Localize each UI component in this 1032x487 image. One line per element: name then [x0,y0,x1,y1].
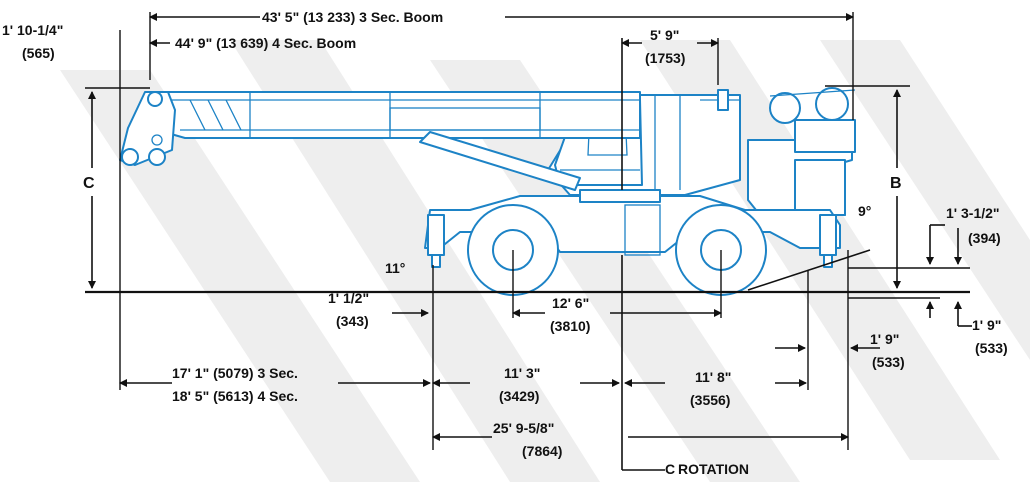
crane-illustration [119,87,856,296]
label-front-clear-ft: 1' 1/2" [328,290,369,306]
label-ground-clear-mm: (533) [872,354,905,370]
label-center-to-rear-mm: (3556) [690,392,730,408]
label-height-b: B [890,175,902,192]
label-front-offset-mm: (565) [22,45,55,61]
label-height-c: C [83,175,95,192]
label-boom-3sec: 43' 5" (13 233) 3 Sec. Boom [262,9,443,25]
label-angle-front: 11° [385,260,405,276]
front-outrigger [427,214,445,256]
label-tail-ft: 1' 9" [972,317,1001,333]
label-wheelbase-ft: 12' 6" [552,295,589,311]
turntable [579,189,661,203]
label-center-to-rear-ft: 11' 8" [695,369,731,385]
label-rear-clear-ft: 1' 3-1/2" [946,205,1000,221]
label-front-clear-mm: (343) [336,313,369,329]
counterweight [794,119,856,153]
label-boom-4sec: 44' 9" (13 639) 4 Sec. Boom [175,35,356,51]
hoist-drum-left [769,92,801,124]
label-front-to-center-ft: 11' 3" [504,365,540,381]
rear-outrigger [819,214,837,256]
dimension-lines [85,12,972,471]
label-overall-ft: 25' 9-5/8" [493,420,554,436]
label-rotation: ROTATION [678,461,749,477]
label-cab-offset-ft: 5' 9" [650,27,679,43]
engine-housing [794,159,846,216]
sheave-2 [148,148,166,166]
label-ground-clear-ft: 1' 9" [870,331,899,347]
label-front-to-center-mm: (3429) [499,388,539,404]
label-wheelbase-mm: (3810) [550,318,590,334]
label-angle-rear: 9° [858,203,871,219]
hoist-drum-right [815,87,849,121]
label-overall-mm: (7864) [522,443,562,459]
sheave-top [147,91,163,107]
label-rear-clear-mm: (394) [968,230,1001,246]
boom [149,91,641,139]
label-overhang-3sec: 17' 1" (5079) 3 Sec. [172,365,298,381]
label-front-offset-ft: 1' 10-1/4" [2,22,63,38]
label-rotation-symbol: C [665,461,675,477]
label-tail-mm: (533) [975,340,1008,356]
sheave-1 [121,148,139,166]
label-overhang-4sec: 18' 5" (5613) 4 Sec. [172,388,298,404]
lift-cylinder [419,131,581,191]
label-cab-offset-mm: (1753) [645,50,685,66]
tank [624,204,661,256]
dimension-labels: 43' 5" (13 233) 3 Sec. Boom 44' 9" (13 6… [2,9,1008,477]
